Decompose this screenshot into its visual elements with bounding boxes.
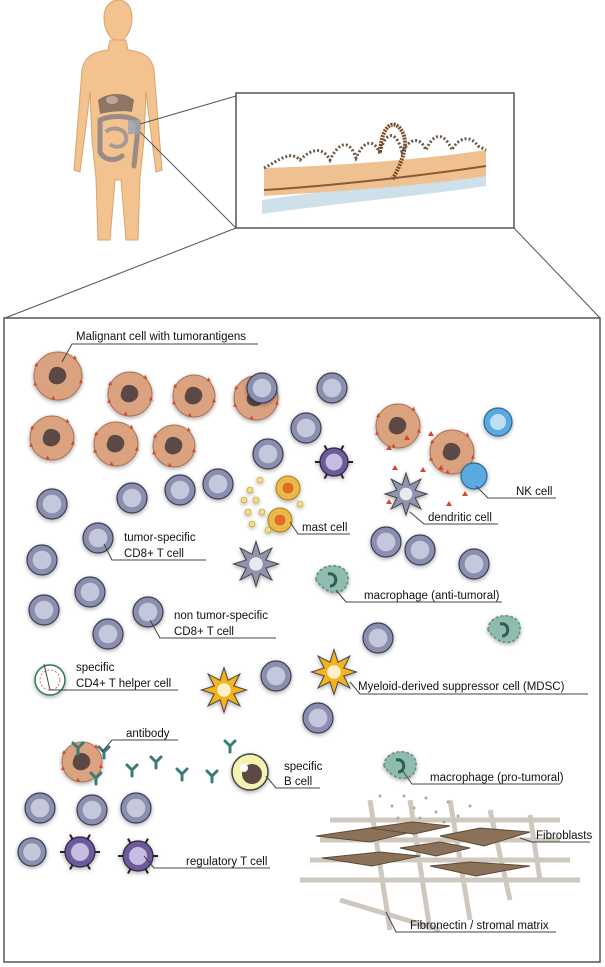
- t-cell: [132, 596, 164, 628]
- label-antibody: antibody: [126, 728, 170, 740]
- label-mast-cell: mast cell: [302, 522, 347, 534]
- label-matrix: Fibronectin / stromal matrix: [410, 920, 549, 932]
- colon-wall-icon: [235, 92, 515, 229]
- fibroblasts: [315, 821, 531, 877]
- macrophage-pro-tumoral: [383, 751, 417, 779]
- antigen-marker: [438, 465, 444, 470]
- t-cell: [202, 468, 234, 500]
- mdsc-cell: [309, 647, 359, 697]
- mast-cell: [240, 475, 304, 534]
- stromal-matrix: [300, 799, 580, 933]
- t-cell: [28, 594, 60, 626]
- t-cell: [120, 792, 152, 824]
- antigen-marker: [404, 435, 410, 440]
- t-cell: [82, 522, 114, 554]
- labels: Malignant cell with tumorantigens NK cel…: [76, 331, 592, 932]
- tumor-cell: [429, 429, 475, 475]
- t-cell: [316, 372, 348, 404]
- t-cell: [116, 482, 148, 514]
- regulatory-t-cell: [118, 838, 158, 874]
- tumor-cell: [107, 371, 153, 417]
- label-dendritic-cell: dendritic cell: [428, 512, 492, 524]
- label-regulatory-t-cell: regulatory T cell: [186, 856, 267, 868]
- label-non-tumor-cd8-1: non tumor-specific: [174, 610, 268, 622]
- tumor-cell: [93, 421, 139, 467]
- label-nk-cell: NK cell: [516, 486, 552, 498]
- t-cell: [246, 372, 278, 404]
- cytokine-dots: [378, 794, 472, 824]
- nk-cell: [460, 407, 513, 490]
- t-cell: [260, 660, 292, 692]
- antibody-icon: [223, 739, 237, 754]
- label-fibroblasts: Fibroblasts: [536, 830, 592, 842]
- label-tumor-specific-cd8-2: CD8+ T cell: [124, 548, 184, 560]
- t-cell: [92, 618, 124, 650]
- t-cell: [302, 702, 334, 734]
- label-b-cell-1: specific: [284, 761, 323, 773]
- antibody-icon: [97, 745, 111, 760]
- label-malignant-cell: Malignant cell with tumorantigens: [76, 331, 246, 343]
- regulatory-t-cell: [60, 834, 100, 870]
- human-body-icon: [73, 0, 163, 241]
- antigen-marker: [392, 465, 398, 470]
- label-cd4-1: specific: [76, 662, 115, 674]
- t-cell: [17, 837, 47, 867]
- t-cell: [370, 526, 402, 558]
- t-cell: [74, 576, 106, 608]
- antibody-icon: [125, 763, 139, 778]
- t-cell: [36, 488, 68, 520]
- t-cell: [76, 794, 108, 826]
- macrophage: [487, 615, 521, 643]
- tumor-cell: [152, 424, 196, 468]
- label-b-cell-2: B cell: [284, 776, 312, 788]
- antigen-marker: [462, 491, 468, 496]
- antigen-marker: [428, 431, 434, 436]
- tumor-cell: [29, 415, 75, 461]
- label-cd4-2: CD4+ T helper cell: [76, 678, 171, 690]
- antigen-marker: [420, 467, 426, 472]
- antibody-icon: [205, 769, 219, 784]
- mdsc-cell: [199, 665, 249, 715]
- antibody-icon: [149, 755, 163, 770]
- t-cell: [458, 548, 490, 580]
- antigen-marker: [386, 445, 392, 450]
- label-macrophage-anti: macrophage (anti-tumoral): [364, 590, 500, 602]
- label-tumor-specific-cd8-1: tumor-specific: [124, 532, 196, 544]
- t-cell: [290, 412, 322, 444]
- t-cell: [404, 534, 436, 566]
- tumor-cell: [375, 403, 421, 449]
- cell-layer: [17, 351, 521, 874]
- b-cell: [231, 753, 269, 791]
- leader-lines: [43, 343, 590, 933]
- label-mdsc: Myeloid-derived suppressor cell (MDSC): [358, 681, 565, 693]
- antigen-marker: [446, 501, 452, 506]
- antibody-icon: [89, 771, 103, 786]
- regulatory-t-cell: [315, 445, 353, 479]
- t-cell: [164, 474, 196, 506]
- label-non-tumor-cd8-2: CD8+ T cell: [174, 626, 234, 638]
- t-cell: [26, 544, 58, 576]
- tumor-cell: [172, 374, 216, 418]
- antibody-icon: [71, 741, 85, 756]
- antigen-marker: [386, 499, 392, 504]
- t-cell: [252, 438, 284, 470]
- label-macrophage-pro: macrophage (pro-tumoral): [430, 772, 564, 784]
- antibody-icon: [175, 767, 189, 782]
- tumor-cell: [33, 351, 83, 401]
- immature-dendritic-cell: [231, 539, 281, 589]
- macrophage-anti-tumoral: [315, 565, 349, 593]
- t-cell: [362, 622, 394, 654]
- dendritic-cell: [383, 471, 429, 517]
- t-cell: [24, 792, 56, 824]
- cd4-helper-cell: [34, 664, 66, 696]
